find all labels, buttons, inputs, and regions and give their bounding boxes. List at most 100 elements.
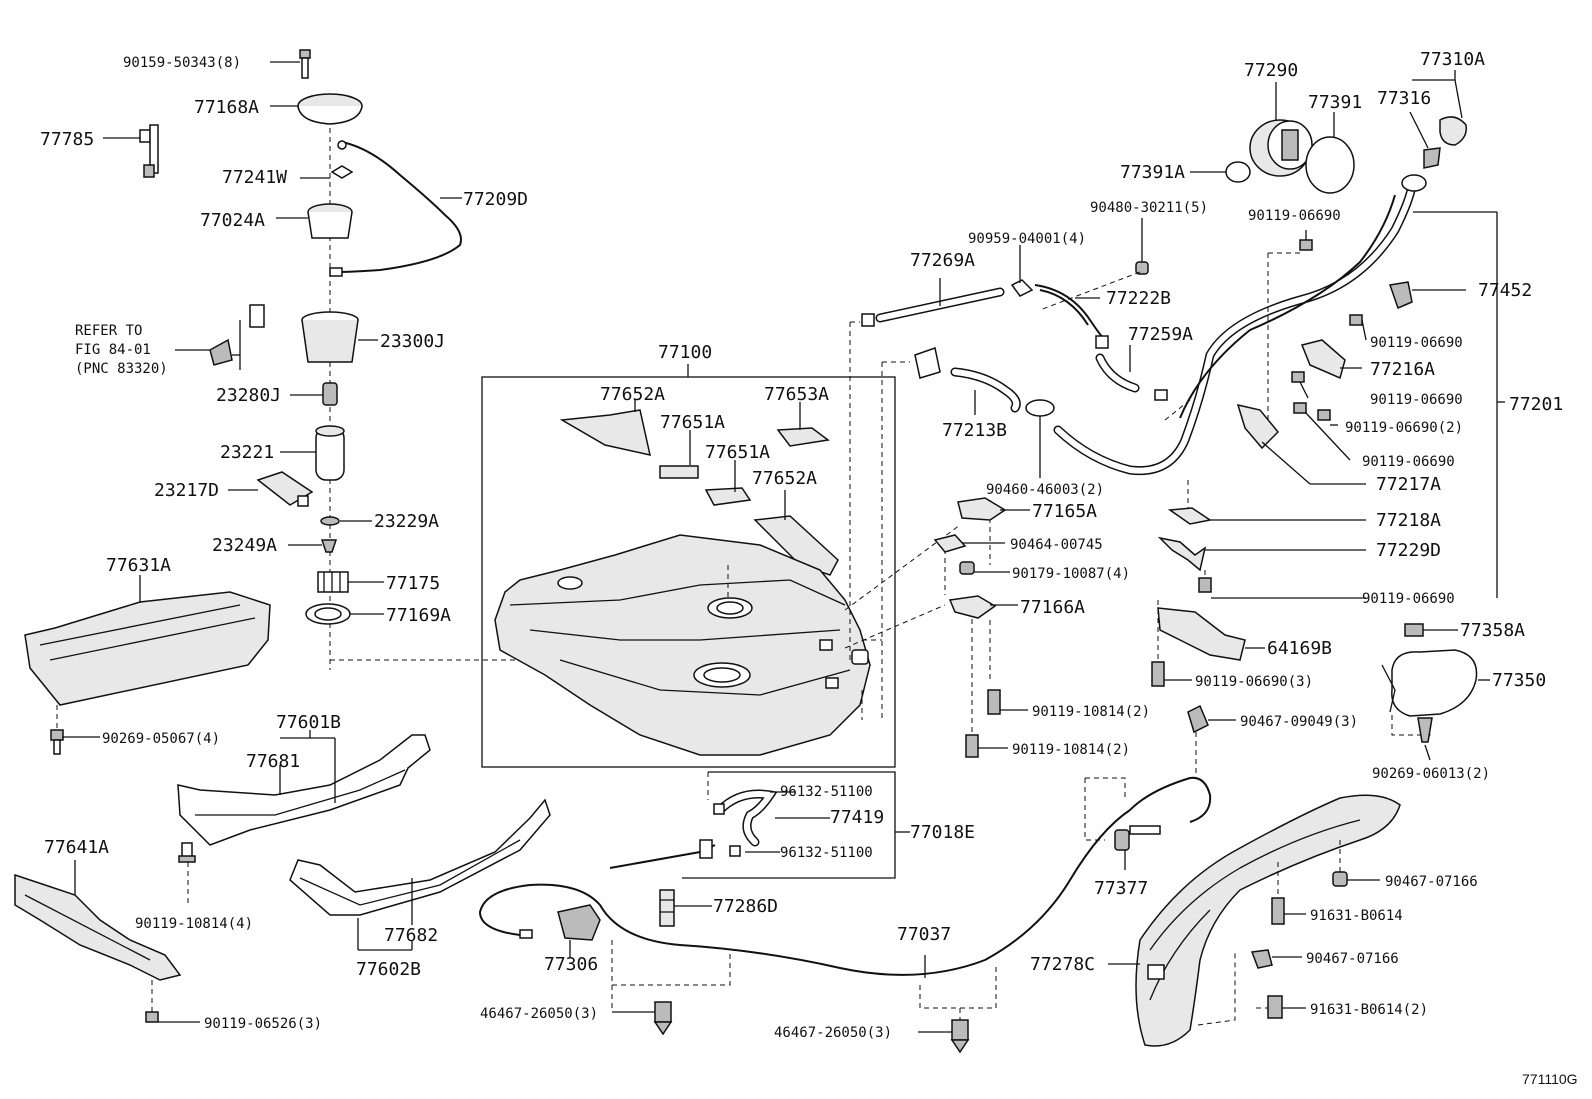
regulator-23280J <box>290 382 338 406</box>
label-23217D: 23217D <box>154 480 219 501</box>
label-90269-06013: 90269-06013(2) <box>1372 766 1490 782</box>
label-77269A: 77269A <box>910 250 975 271</box>
label-77391A: 77391A <box>1120 162 1185 183</box>
screw-90269-06013 <box>1417 717 1433 761</box>
clip-77241W <box>300 165 354 179</box>
label-77601B: 77601B <box>276 712 341 733</box>
label-90269-05067: 90269-05067(4) <box>102 731 220 747</box>
bracket-77216A <box>1300 339 1362 380</box>
label-77681: 77681 <box>246 751 300 772</box>
label-90119-06690-d: 90119-06690 <box>1362 591 1455 607</box>
hose-77213B <box>914 347 1021 415</box>
pad-77653A <box>776 427 830 447</box>
label-77682: 77682 <box>384 925 438 946</box>
label-77358A: 77358A <box>1460 620 1525 641</box>
retainer-77175 <box>317 571 384 593</box>
clamp-90959-04001 <box>1010 245 1034 297</box>
clip-90467-09049 <box>1187 704 1236 778</box>
label-77306: 77306 <box>544 954 598 975</box>
label-77377: 77377 <box>1094 878 1148 899</box>
label-23300J: 23300J <box>380 331 445 352</box>
band-77602B <box>289 798 551 951</box>
label-46467-26050-2: 46467-26050(3) <box>774 1025 892 1041</box>
label-77168A: 77168A <box>194 97 259 118</box>
label-77024A: 77024A <box>200 210 265 231</box>
label-refer-line3: (PNC 83320) <box>75 361 168 377</box>
bracket-64169B <box>1157 600 1265 661</box>
bolt-91631-B0614 <box>1271 862 1306 925</box>
label-77166A: 77166A <box>1020 597 1085 618</box>
bracket-77229D <box>1157 536 1366 572</box>
label-77652A-1: 77652A <box>600 384 665 405</box>
label-96132-51100-2: 96132-51100 <box>780 845 873 861</box>
label-90467-07166-2: 90467-07166 <box>1306 951 1399 967</box>
label-90467-07166-1: 90467-07166 <box>1385 874 1478 890</box>
label-90480-30211: 90480-30211(5) <box>1090 200 1208 216</box>
label-77229D: 77229D <box>1376 540 1441 561</box>
nut-90467-07166-1 <box>1332 840 1380 887</box>
label-90119-10814-4: 90119-10814(4) <box>135 916 253 932</box>
label-77259A: 77259A <box>1128 324 1193 345</box>
label-refer-line2: FIG 84-01 <box>75 342 151 358</box>
label-77213B: 77213B <box>942 420 1007 441</box>
fuel-pump-23221 <box>280 425 345 481</box>
label-90467-09049: 90467-09049(3) <box>1240 714 1358 730</box>
tank-body <box>494 534 871 756</box>
fuel-pump-assembly <box>103 49 530 670</box>
label-23280J: 23280J <box>216 385 281 406</box>
pad-77651A-1 <box>659 465 699 479</box>
label-90959-04001: 90959-04001(4) <box>968 231 1086 247</box>
label-77278C: 77278C <box>1030 954 1095 975</box>
filler-pipe-77201 <box>1053 174 1505 598</box>
nut-90480-30211 <box>1039 218 1149 311</box>
label-23221: 23221 <box>220 442 274 463</box>
bolt-90119-10814-2a <box>987 689 1028 715</box>
clip-46467-26050-1 <box>611 940 731 1036</box>
pad-77651A-2 <box>704 487 752 506</box>
label-23249A: 23249A <box>212 535 277 556</box>
nut-90179-10087 <box>959 561 1010 575</box>
bolt-90119-10814-2b <box>965 734 1008 758</box>
label-77018E: 77018E <box>910 822 975 843</box>
bracket-77452 <box>1388 281 1466 310</box>
label-90119-10814-2b: 90119-10814(2) <box>1012 742 1130 758</box>
label-91631-B0614: 91631-B0614 <box>1310 908 1403 924</box>
sensor-77306 <box>519 904 601 957</box>
label-96132-51100-1: 96132-51100 <box>780 784 873 800</box>
label-90464-00745: 90464-00745 <box>1010 537 1103 553</box>
label-layer: 90159-50343(8) 77168A 77785 77241W 77209… <box>40 49 1578 1087</box>
clamp-77218A <box>1167 480 1366 525</box>
label-77452: 77452 <box>1478 280 1532 301</box>
label-23229A: 23229A <box>374 511 439 532</box>
bolt-90119-10814-4 <box>178 842 196 905</box>
label-77310A: 77310A <box>1420 49 1485 70</box>
connector-77785 <box>103 124 159 178</box>
clip-46467-26050-2 <box>918 965 997 1054</box>
clamp-77286D <box>659 889 712 927</box>
label-77037: 77037 <box>897 924 951 945</box>
sender-77024A <box>276 203 353 239</box>
label-90119-06690-a: 90119-06690 <box>1370 335 1463 351</box>
label-90119-10814-2a: 90119-10814(2) <box>1032 704 1150 720</box>
label-77419: 77419 <box>830 807 884 828</box>
bracket-77165A <box>957 497 1030 521</box>
protector-77641A <box>14 860 200 1023</box>
label-refer-line1: REFER TO <box>75 323 142 339</box>
bolt-90119-06690-3 <box>1151 661 1192 687</box>
pad-77652A-1 <box>559 409 651 456</box>
clamp-90460-46003 <box>1025 399 1055 478</box>
label-90119-06690-c: 90119-06690 <box>1362 454 1455 470</box>
label-77286D: 77286D <box>713 896 778 917</box>
clip-90464-00745 <box>933 534 1005 553</box>
hose-77222B <box>1034 284 1106 341</box>
clip-23249A <box>288 539 338 553</box>
bracket-77217A <box>1236 403 1366 485</box>
label-77175: 77175 <box>386 573 440 594</box>
label-77222B: 77222B <box>1106 288 1171 309</box>
label-77602B: 77602B <box>356 959 421 980</box>
label-90119-06690-2: 90119-06690(2) <box>1345 420 1463 436</box>
label-77316: 77316 <box>1377 88 1431 109</box>
sensor-77377 <box>1084 777 1161 870</box>
